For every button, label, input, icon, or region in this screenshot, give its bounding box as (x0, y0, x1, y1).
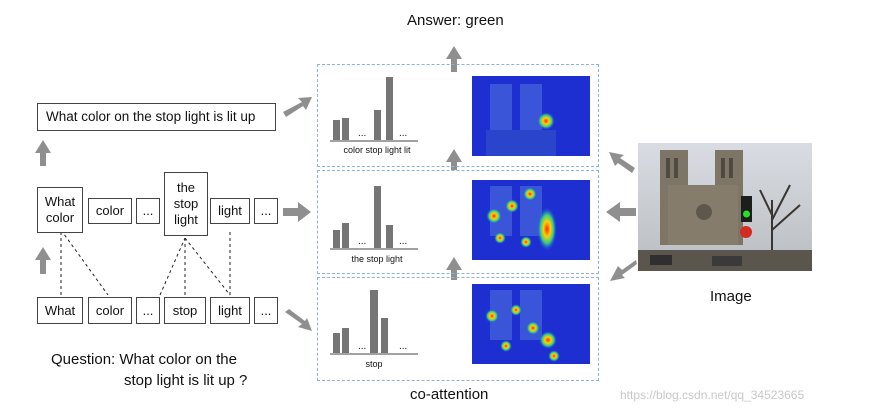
phrase-token-color: color (88, 198, 132, 224)
answer-label: Answer: green (407, 12, 504, 29)
heatmap-2 (472, 180, 590, 260)
up-arrows (35, 46, 462, 280)
bar-ellipsis-2b: ... (399, 236, 408, 247)
phrase-token-light: light (210, 198, 250, 224)
word-token-color: color (88, 297, 132, 324)
bar-chart-3 (330, 290, 418, 355)
phrase-token-ellipsis-2: ... (254, 198, 278, 224)
coattention-panel-word (317, 277, 599, 381)
coattention-panel-sentence (317, 64, 599, 167)
image-arrows (606, 152, 637, 281)
phrase-token-the-stop-light: the stop light (164, 172, 208, 236)
connection-lines (60, 229, 231, 296)
bar-ellipsis-3a: ... (358, 341, 367, 352)
word-token-ellipsis: ... (136, 297, 160, 324)
heatmap-3 (472, 284, 590, 364)
coattention-panel-phrase (317, 170, 599, 274)
bar-chart-2 (330, 186, 418, 250)
bar-ellipsis-3b: ... (399, 341, 408, 352)
panel-caption-phrase: the stop light (351, 254, 403, 264)
word-token-stop: stop (164, 297, 206, 324)
sentence-box: What color on the stop light is lit up (37, 103, 276, 131)
coattention-label: co-attention (410, 386, 489, 403)
phrase-token-ellipsis: ... (136, 198, 160, 224)
question-line-2: stop light is lit up ? (124, 372, 248, 389)
heatmap-1 (472, 76, 590, 156)
bar-ellipsis-1a: ... (358, 128, 367, 139)
word-token-what: What (37, 297, 83, 324)
phrase-token-what-color: What color (37, 187, 83, 233)
bar-ellipsis-2a: ... (358, 236, 367, 247)
image-label: Image (710, 288, 752, 305)
bar-chart-1 (330, 77, 418, 142)
bar-ellipsis-1b: ... (399, 128, 408, 139)
question-line-1: Question: What color on the (51, 351, 237, 368)
cathedral-photo (638, 143, 812, 271)
panel-caption-word: stop (365, 359, 383, 369)
watermark: https://blog.csdn.net/qq_34523665 (620, 388, 805, 402)
word-token-light: light (210, 297, 250, 324)
right-arrows (283, 97, 312, 331)
word-token-ellipsis-2: ... (254, 297, 278, 324)
panel-caption-sentence: color stop light lit (343, 145, 411, 155)
